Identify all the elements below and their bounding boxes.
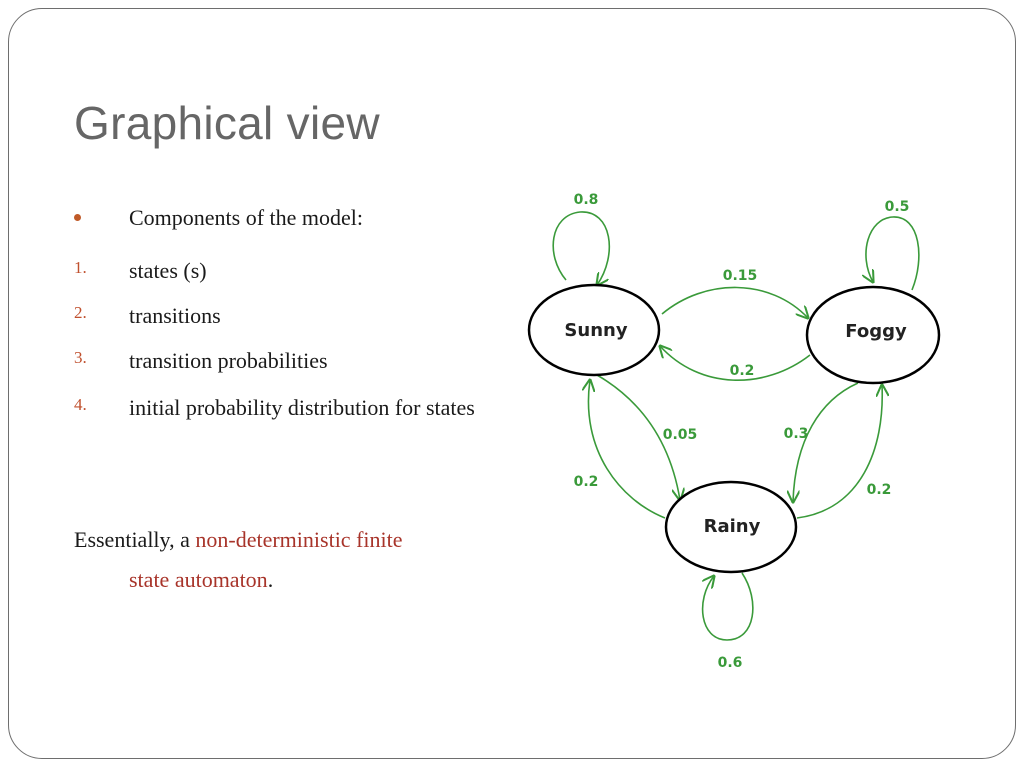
edge-sunny-rainy	[596, 374, 680, 500]
edge-rainy-sunny	[588, 380, 666, 519]
state-label-sunny: Sunny	[564, 320, 627, 341]
summary-highlight-2: state automaton	[129, 567, 268, 592]
edge-label-sunny-rainy: 0.05	[663, 427, 698, 443]
edge-rainy-foggy	[796, 385, 882, 519]
summary-prefix: Essentially, a	[74, 527, 196, 552]
state-node-sunny: Sunny	[527, 283, 661, 377]
edge-sunny-foggy	[661, 286, 808, 318]
list-number: 4.	[74, 395, 87, 414]
bullet-icon	[74, 214, 81, 221]
list-item-text: initial probability distribution for sta…	[129, 395, 475, 420]
edge-foggy-sunny	[660, 346, 811, 381]
edge-sunny-sunny	[552, 211, 611, 285]
edge-label-sunny-foggy: 0.15	[723, 268, 758, 284]
edge-foggy-foggy	[866, 216, 920, 291]
summary-text: Essentially, a non-deterministic finite …	[74, 520, 504, 600]
list-item-text: states (s)	[129, 258, 207, 283]
state-node-rainy: Rainy	[664, 480, 798, 574]
bullet-label: Components of the model:	[129, 205, 364, 230]
edge-label-rainy-rainy: 0.6	[718, 655, 743, 671]
edge-rainy-rainy	[701, 572, 754, 641]
edge-foggy-rainy	[793, 382, 859, 502]
edge-label-foggy-sunny: 0.2	[730, 363, 755, 379]
edge-label-foggy-foggy: 0.5	[885, 199, 910, 215]
summary-suffix: .	[267, 567, 274, 592]
list-number: 2.	[74, 303, 87, 322]
slide-frame	[8, 8, 1016, 759]
list-item-text: transitions	[129, 303, 221, 328]
list-number: 3.	[74, 348, 87, 367]
state-label-foggy: Foggy	[845, 321, 907, 342]
edge-label-rainy-sunny: 0.2	[574, 474, 599, 490]
slide-title: Graphical view	[74, 97, 380, 149]
edge-label-rainy-foggy: 0.2	[867, 482, 892, 498]
list-item-text: transition probabilities	[129, 348, 328, 373]
summary-highlight-1: non-deterministic finite	[195, 527, 403, 552]
list-number: 1.	[74, 258, 87, 277]
summary-line-2: state automaton.	[74, 560, 504, 600]
edge-label-foggy-rainy: 0.3	[784, 426, 809, 442]
edge-label-sunny-sunny: 0.8	[574, 192, 599, 208]
state-node-foggy: Foggy	[805, 285, 941, 385]
state-label-rainy: Rainy	[704, 516, 761, 537]
